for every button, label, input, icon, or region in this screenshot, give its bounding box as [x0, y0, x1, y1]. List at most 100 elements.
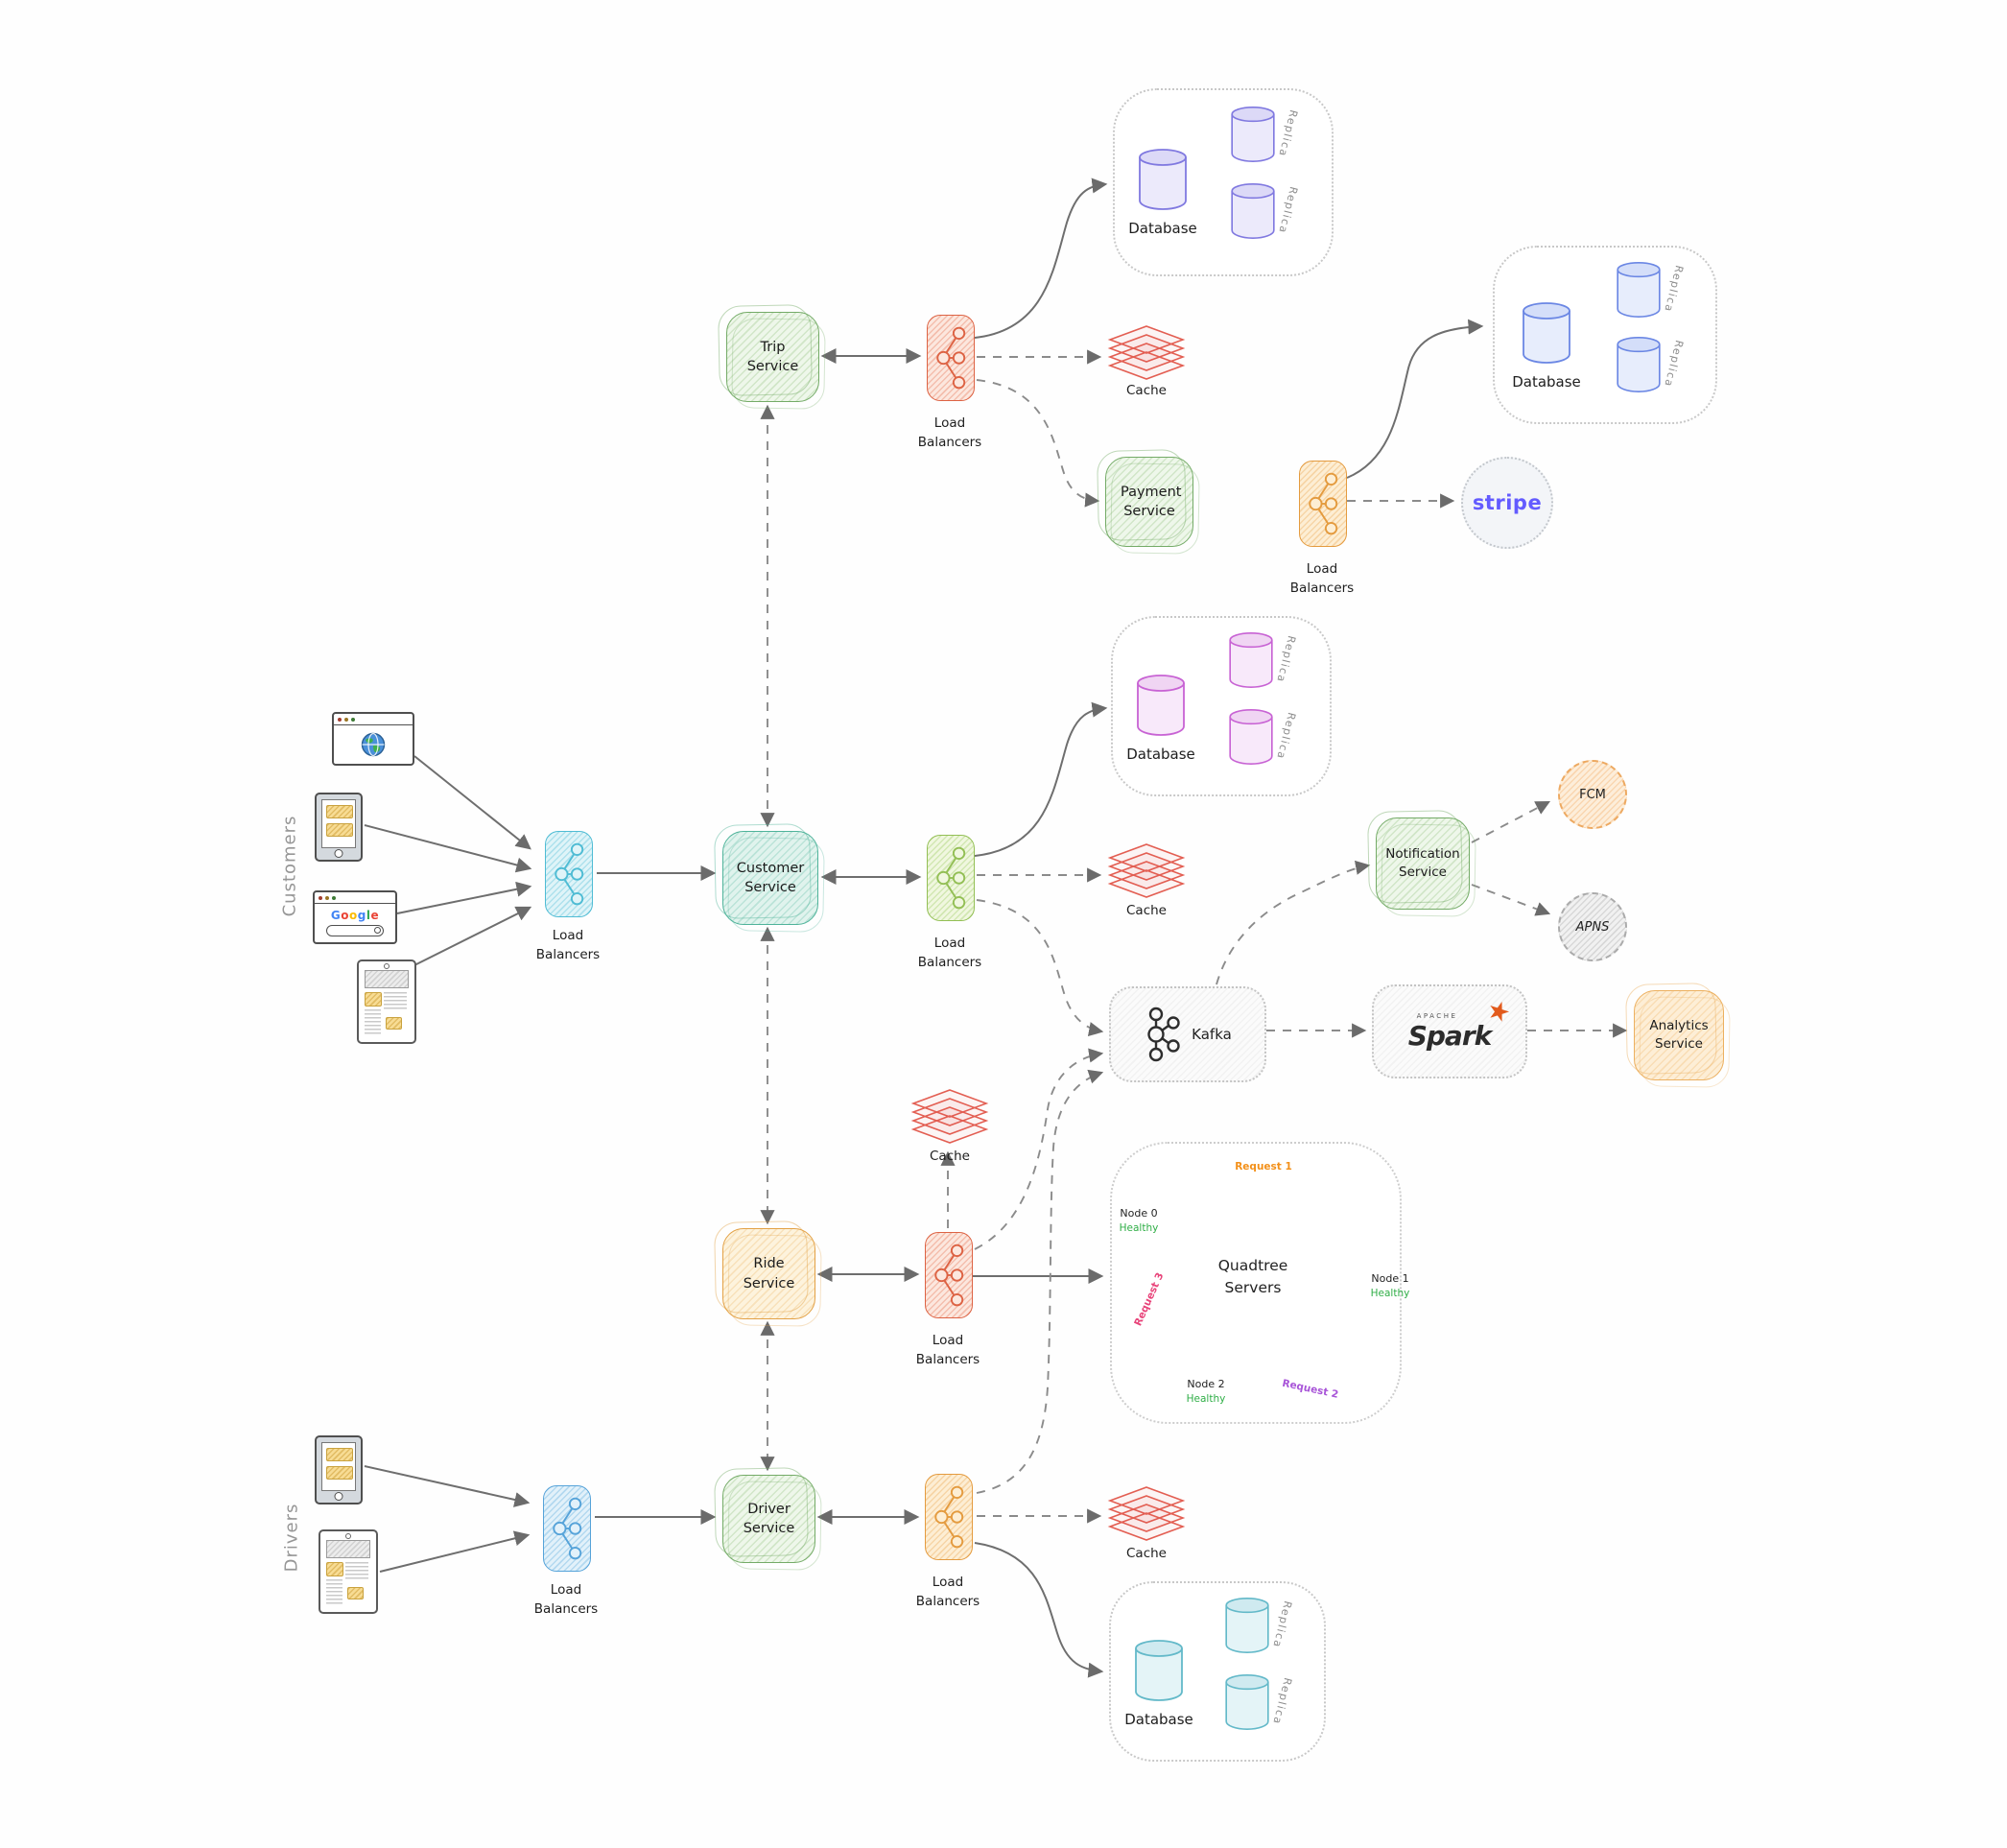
- analytics-service-label: Analytics Service: [1649, 1018, 1709, 1052]
- customer-service-label: Customer Service: [736, 860, 805, 895]
- driver-cache-label: Cache: [1126, 1546, 1167, 1561]
- database-label: Database: [1512, 373, 1581, 391]
- cache-layers-icon: [1107, 1486, 1186, 1541]
- database-label: Database: [1124, 1711, 1193, 1728]
- driver-load-balancer-node[interactable]: [543, 1485, 591, 1572]
- customer-out-lb-label: Load Balancers: [917, 936, 982, 970]
- database-icon: [1139, 149, 1187, 210]
- apns-node[interactable]: APNS: [1558, 892, 1627, 961]
- drivers-group-label: Drivers: [281, 1503, 302, 1573]
- customer-phone-device[interactable]: [315, 793, 363, 862]
- database-icon: [1523, 302, 1570, 364]
- replica-label: Replica: [1274, 711, 1298, 762]
- quadtree-title: Quadtree Servers: [1217, 1257, 1288, 1297]
- load-balancer-icon: [1309, 472, 1338, 535]
- ride-cache-node[interactable]: [909, 1088, 990, 1151]
- fcm-node[interactable]: FCM: [1558, 760, 1627, 829]
- driver-tablet-device[interactable]: [319, 1529, 378, 1614]
- replica-database-icon: [1225, 1598, 1269, 1653]
- replica-label: Replica: [1274, 634, 1298, 685]
- driver-lb-label: Load Balancers: [533, 1582, 599, 1617]
- replica-database-icon: [1225, 1674, 1269, 1730]
- customer-lb-label: Load Balancers: [535, 928, 601, 962]
- trip-service-node[interactable]: Trip Service: [726, 312, 819, 402]
- replica-label: Replica: [1276, 108, 1300, 159]
- ride-service-label: Ride Service: [743, 1256, 795, 1291]
- driver-cache-node[interactable]: [1106, 1485, 1187, 1549]
- load-balancer-icon: [934, 1485, 964, 1549]
- replica-label: Replica: [1662, 339, 1686, 390]
- trip-lb-node[interactable]: [927, 315, 975, 401]
- notification-service-label: Notification Service: [1385, 846, 1460, 880]
- payment-lb-node[interactable]: [1299, 461, 1347, 547]
- replica-label: Replica: [1270, 1676, 1294, 1727]
- replica-database-icon: [1231, 183, 1275, 239]
- kafka-label: Kafka: [1192, 1026, 1232, 1043]
- customer-cache-label: Cache: [1126, 903, 1167, 918]
- node0-status: Healthy: [1119, 1222, 1159, 1234]
- notification-service-node[interactable]: Notification Service: [1376, 817, 1470, 910]
- driver-out-lb-node[interactable]: [925, 1474, 973, 1560]
- customer-google-browser-device[interactable]: Google: [313, 890, 397, 944]
- search-input[interactable]: [326, 924, 384, 936]
- node2-status: Healthy: [1186, 1393, 1226, 1405]
- replica-database-icon: [1617, 262, 1661, 318]
- node1-label: Node 1: [1371, 1272, 1409, 1285]
- replica-database-icon: [1229, 709, 1273, 765]
- google-logo: Google: [330, 908, 380, 922]
- customer-database-cluster[interactable]: Database Replica Replica: [1111, 616, 1332, 796]
- node1-status: Healthy: [1370, 1288, 1410, 1299]
- driver-database-cluster[interactable]: Database Replica Replica: [1109, 1581, 1326, 1762]
- browser-titlebar: [334, 714, 413, 725]
- payment-service-label: Payment Service: [1121, 484, 1182, 519]
- customer-tablet-device[interactable]: [357, 960, 416, 1044]
- load-balancer-icon: [936, 326, 966, 390]
- database-label: Database: [1128, 220, 1197, 237]
- database-label: Database: [1126, 746, 1195, 763]
- analytics-service-node[interactable]: Analytics Service: [1634, 990, 1724, 1080]
- ride-service-node[interactable]: Ride Service: [722, 1228, 815, 1319]
- phone-screen: [321, 1442, 356, 1491]
- kafka-node[interactable]: Kafka: [1109, 986, 1266, 1082]
- load-balancer-icon: [555, 842, 584, 906]
- node2-label: Node 2: [1187, 1378, 1225, 1390]
- cache-layers-icon: [910, 1089, 989, 1144]
- request1-label: Request 1: [1235, 1161, 1292, 1173]
- apache-label: APACHE: [1416, 1011, 1458, 1020]
- trip-database-cluster[interactable]: Database Replica Replica: [1113, 88, 1334, 276]
- globe-icon: [361, 732, 386, 756]
- ride-lb-label: Load Balancers: [915, 1333, 980, 1367]
- load-balancer-icon: [553, 1497, 582, 1560]
- spark-node[interactable]: APACHE Spark ★: [1372, 984, 1527, 1078]
- tablet-camera: [345, 1533, 351, 1539]
- ride-lb-node[interactable]: [925, 1232, 973, 1318]
- fcm-label: FCM: [1579, 787, 1606, 802]
- trip-service-label: Trip Service: [746, 339, 799, 374]
- customer-web-browser-device[interactable]: [332, 712, 414, 766]
- replica-label: Replica: [1270, 1599, 1294, 1650]
- replica-database-icon: [1229, 632, 1273, 688]
- payment-database-cluster[interactable]: Database Replica Replica: [1493, 246, 1717, 424]
- phone-screen: [321, 799, 356, 848]
- payment-lb-label: Load Balancers: [1289, 561, 1355, 596]
- driver-service-label: Driver Service: [743, 1501, 795, 1536]
- customer-service-node[interactable]: Customer Service: [722, 831, 818, 925]
- customer-cache-node[interactable]: [1106, 842, 1187, 906]
- cache-layers-icon: [1107, 843, 1186, 898]
- stripe-node[interactable]: stripe: [1461, 457, 1553, 549]
- replica-label: Replica: [1662, 264, 1686, 315]
- replica-database-icon: [1617, 337, 1661, 392]
- driver-phone-device[interactable]: [315, 1435, 363, 1504]
- driver-service-node[interactable]: Driver Service: [722, 1475, 815, 1563]
- quadtree-servers-cluster[interactable]: [1110, 1142, 1402, 1424]
- driver-out-lb-label: Load Balancers: [915, 1575, 980, 1609]
- customer-out-lb-node[interactable]: [927, 835, 975, 921]
- customer-load-balancer-node[interactable]: [545, 831, 593, 917]
- stripe-logo: stripe: [1472, 491, 1543, 514]
- trip-cache-label: Cache: [1126, 383, 1167, 398]
- tablet-camera: [384, 963, 390, 969]
- spark-logo: APACHE Spark ★: [1408, 994, 1515, 1052]
- payment-service-node[interactable]: Payment Service: [1105, 457, 1193, 547]
- node0-label: Node 0: [1120, 1207, 1158, 1220]
- trip-cache-node[interactable]: [1106, 324, 1187, 388]
